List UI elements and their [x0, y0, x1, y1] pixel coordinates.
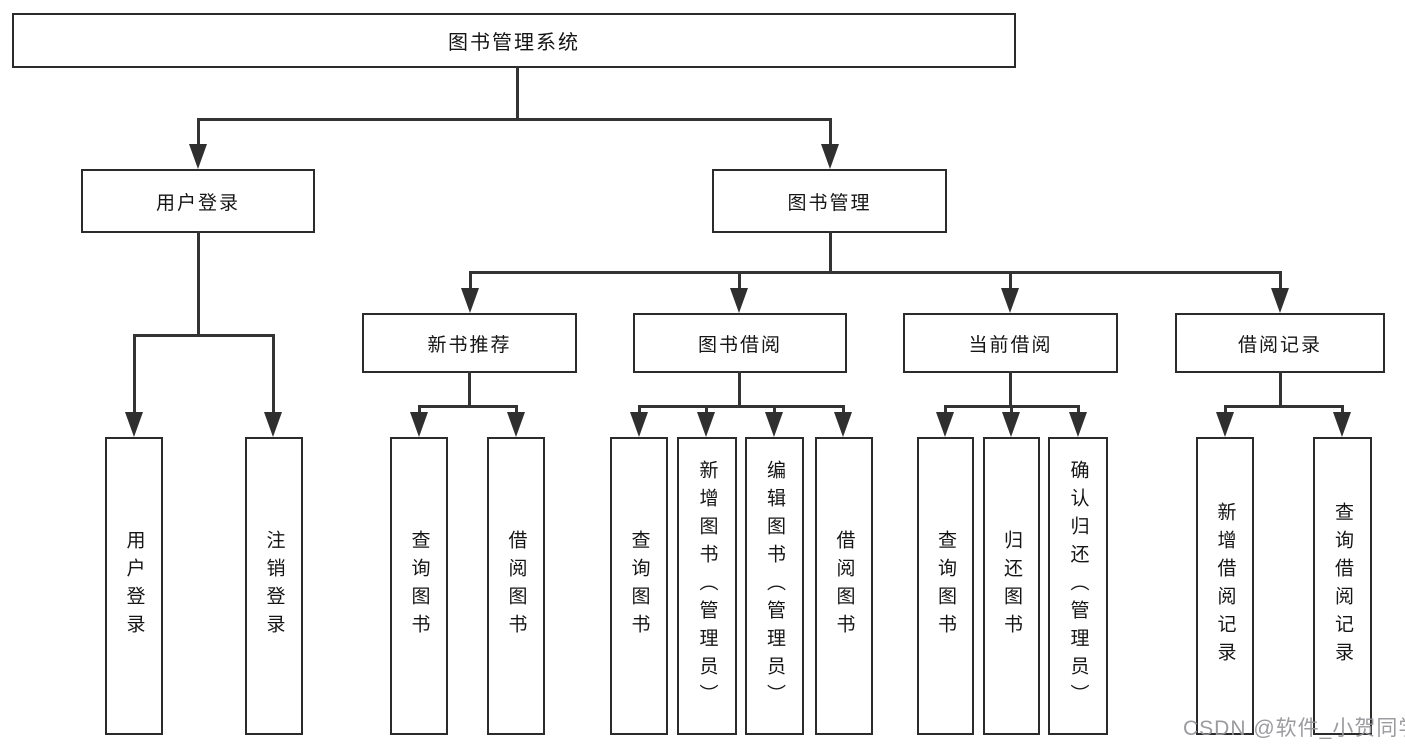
connector-line [705, 405, 708, 417]
leaf-return-books: 归还图书 [983, 437, 1040, 735]
arrow-down-icon [461, 288, 479, 313]
connector-line [638, 405, 641, 417]
node-label: 借阅图书 [505, 530, 527, 642]
arrow-down-icon [1001, 288, 1019, 313]
connector-line [842, 405, 845, 417]
node-book-borrow: 图书借阅 [633, 313, 847, 373]
arrow-down-icon [507, 412, 525, 437]
node-label: 图书借阅 [697, 334, 782, 356]
node-label: 用户登录 [123, 530, 145, 642]
connector-line [133, 334, 136, 414]
node-label: 新增图书（管理员） [696, 460, 718, 712]
connector-line [1010, 405, 1013, 417]
node-label: 查询图书 [935, 530, 956, 642]
connector-line [738, 371, 741, 408]
node-label: 编辑图书（管理员） [764, 460, 785, 712]
node-root-library-system: 图书管理系统 [12, 13, 1016, 68]
leaf-add-borrow-record: 新增借阅记录 [1196, 437, 1254, 735]
leaf-add-book-admin: 新增图书（管理员） [677, 437, 737, 735]
connector-line [418, 405, 518, 408]
csdn-watermark: CSDN @软件_小贺同学 [1183, 717, 1405, 740]
node-label: 借阅图书 [833, 530, 855, 642]
node-label: 用户登录 [155, 192, 240, 214]
arrow-down-icon [834, 412, 852, 437]
leaf-query-books-current: 查询图书 [917, 437, 974, 735]
arrow-down-icon [264, 412, 282, 437]
arrow-down-icon [125, 412, 143, 437]
arrow-down-icon [1216, 412, 1234, 437]
connector-line [1077, 405, 1080, 417]
connector-line [829, 231, 832, 274]
arrow-down-icon [697, 412, 715, 437]
leaf-query-books-recommend: 查询图书 [390, 437, 448, 735]
node-label: 归还图书 [1001, 530, 1022, 642]
leaf-query-books-borrow: 查询图书 [610, 437, 668, 735]
connector-line [1009, 271, 1012, 291]
arrow-down-icon [765, 412, 783, 437]
arrow-down-icon [189, 144, 207, 169]
arrow-down-icon [936, 412, 954, 437]
connector-line [1224, 405, 1227, 417]
connector-line [829, 118, 832, 148]
connector-line [1224, 405, 1343, 408]
connector-line [1341, 405, 1344, 417]
node-label: 新增借阅记录 [1214, 502, 1236, 670]
arrow-down-icon [410, 412, 428, 437]
node-user-login: 用户登录 [81, 169, 315, 233]
node-label: 当前借阅 [968, 334, 1053, 356]
connector-line [272, 334, 275, 414]
connector-line [418, 405, 421, 417]
node-label: 查询图书 [628, 530, 650, 642]
arrow-down-icon [730, 288, 748, 313]
leaf-query-borrow-record: 查询借阅记录 [1313, 437, 1372, 735]
node-book-management: 图书管理 [712, 169, 947, 233]
node-new-book-recommend: 新书推荐 [362, 313, 577, 373]
connector-line [1009, 371, 1012, 408]
arrow-down-icon [821, 144, 839, 169]
connector-line [197, 118, 200, 148]
connector-line [197, 231, 200, 337]
connector-line [469, 271, 472, 291]
connector-line [133, 334, 274, 337]
connector-line [773, 405, 776, 417]
node-label: 注销登录 [263, 530, 285, 642]
node-label: 新书推荐 [427, 334, 512, 356]
arrow-down-icon [1271, 288, 1289, 313]
connector-line [638, 405, 845, 408]
leaf-user-login: 用户登录 [105, 437, 163, 735]
connector-line [1279, 371, 1282, 408]
connector-line [944, 405, 947, 417]
connector-line [197, 118, 832, 121]
node-label: 借阅记录 [1237, 334, 1322, 356]
arrow-down-icon [1333, 412, 1351, 437]
connector-line [738, 271, 741, 291]
connector-line [469, 271, 1282, 274]
leaf-logout: 注销登录 [245, 437, 303, 735]
node-current-borrow: 当前借阅 [903, 313, 1118, 373]
connector-line [515, 405, 518, 417]
node-label: 查询图书 [408, 530, 430, 642]
node-label: 确认归还（管理员） [1067, 460, 1089, 712]
leaf-borrow-books: 借阅图书 [815, 437, 873, 735]
arrow-down-icon [1069, 412, 1087, 437]
leaf-edit-book-admin: 编辑图书（管理员） [745, 437, 804, 735]
leaf-borrow-books-recommend: 借阅图书 [487, 437, 545, 735]
node-label: 查询借阅记录 [1332, 502, 1353, 670]
connector-line [468, 371, 471, 408]
node-borrow-record: 借阅记录 [1175, 313, 1385, 373]
node-label: 图书管理系统 [448, 32, 580, 54]
arrow-down-icon [630, 412, 648, 437]
connector-line [516, 66, 519, 121]
leaf-confirm-return-admin: 确认归还（管理员） [1048, 437, 1108, 735]
arrow-down-icon [1002, 412, 1020, 437]
connector-line [1279, 271, 1282, 291]
node-label: 图书管理 [787, 192, 872, 214]
